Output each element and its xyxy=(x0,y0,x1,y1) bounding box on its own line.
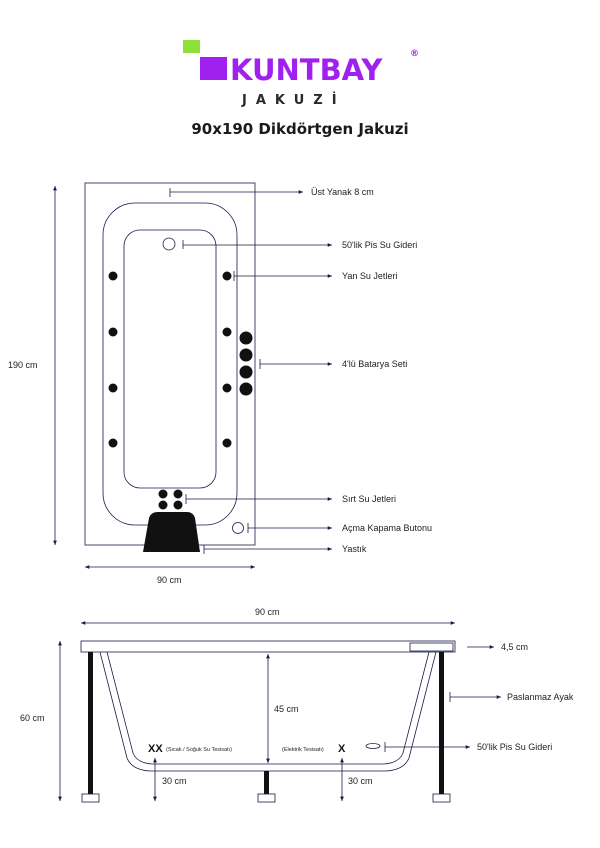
side-drain-label: 50'lik Pis Su Gideri xyxy=(477,742,552,752)
logo-accent-square xyxy=(183,40,200,53)
water-mark: XX xyxy=(148,743,163,755)
brand-logo: KUNTBAY ® JAKUZİ xyxy=(183,40,419,108)
foot xyxy=(432,793,451,803)
page-title: 90x190 Dikdörtgen Jakuzi xyxy=(191,120,408,138)
water-label: (Sıcak / Soğuk Su Tesisatı) xyxy=(166,747,232,753)
callout-ust-yanak: Üst Yanak 8 cm xyxy=(311,187,374,197)
legs xyxy=(88,652,444,794)
left-floor-label: 30 cm xyxy=(162,776,187,786)
top-callout-lines xyxy=(169,188,332,554)
callout-buton: Açma Kapama Butonu xyxy=(342,523,432,533)
top-view xyxy=(53,182,256,569)
battery-knob xyxy=(239,382,253,396)
side-drain-ellipse xyxy=(365,743,381,749)
side-jets xyxy=(108,271,232,448)
leg xyxy=(439,652,444,794)
pillow xyxy=(143,512,200,552)
brand-name: KUNTBAY xyxy=(230,53,383,87)
brand-registered: ® xyxy=(410,49,419,59)
right-floor-label: 30 cm xyxy=(348,776,373,786)
leg xyxy=(88,652,93,794)
callout-pis-su: 50'lik Pis Su Gideri xyxy=(342,240,417,250)
side-basin-inner xyxy=(106,651,430,765)
side-rim-right-cap xyxy=(409,642,454,652)
logo-purple-block xyxy=(200,57,227,80)
side-jet xyxy=(222,271,232,281)
back-jet xyxy=(173,489,183,499)
side-width-label: 90 cm xyxy=(255,607,280,617)
back-jet xyxy=(173,500,183,510)
elec-mark: X xyxy=(338,743,346,755)
callout-batarya: 4'lü Batarya Seti xyxy=(342,359,407,369)
tub-rim xyxy=(102,202,238,526)
back-jet xyxy=(158,500,168,510)
side-jet xyxy=(108,438,118,448)
side-jet xyxy=(222,438,232,448)
side-jet xyxy=(108,271,118,281)
battery-knob xyxy=(239,365,253,379)
foot xyxy=(257,793,276,803)
tub-basin xyxy=(123,229,217,489)
side-jet xyxy=(108,327,118,337)
battery-knob xyxy=(239,331,253,345)
battery-knob xyxy=(239,348,253,362)
drain-50-circle xyxy=(162,237,176,251)
back-jets xyxy=(158,489,183,510)
top-height-label: 190 cm xyxy=(8,360,38,370)
side-rim xyxy=(80,640,456,653)
leg xyxy=(264,771,269,794)
back-jet xyxy=(158,489,168,499)
leg-label: Paslanmaz Ayak xyxy=(507,692,574,702)
elec-label: (Elektrik Tesisatı) xyxy=(282,747,324,753)
brand-tagline: JAKUZİ xyxy=(241,92,346,108)
callout-yastik: Yastık xyxy=(342,544,367,554)
side-height-label: 60 cm xyxy=(20,713,45,723)
side-jet xyxy=(108,383,118,393)
tub-outer-frame xyxy=(84,182,256,546)
on-off-button[interactable] xyxy=(232,522,244,534)
side-jet xyxy=(222,383,232,393)
foot xyxy=(81,793,100,803)
callout-yan-jet: Yan Su Jetleri xyxy=(342,271,397,281)
callout-sirt-jet: Sırt Su Jetleri xyxy=(342,494,396,504)
depth-label: 45 cm xyxy=(274,704,299,714)
battery-set xyxy=(239,331,253,396)
feet xyxy=(81,793,451,803)
top-width-label: 90 cm xyxy=(157,575,182,585)
rim-label: 4,5 cm xyxy=(501,642,528,652)
side-jet xyxy=(222,327,232,337)
